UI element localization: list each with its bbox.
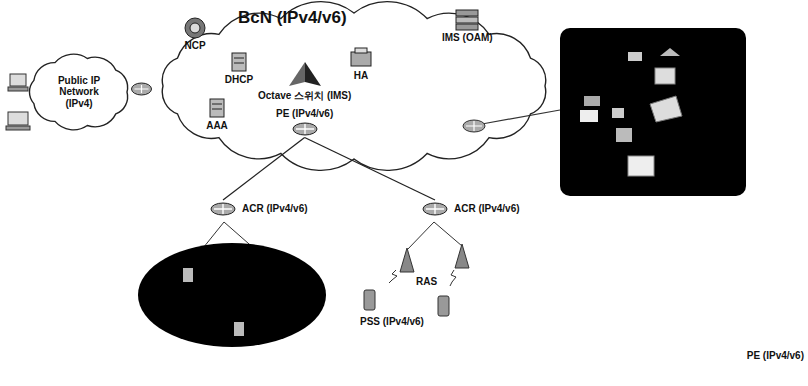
terminal-icons (183, 268, 244, 336)
element-label: PSS (IPv4/v6) (360, 316, 424, 327)
radio-link (389, 270, 456, 286)
computer-icon (6, 112, 30, 130)
server2-icon (346, 46, 376, 70)
network-link (305, 138, 435, 201)
computer-icon (8, 74, 28, 91)
stack-icon (452, 8, 482, 32)
node-label: IMS (OAM) (442, 32, 493, 44)
node-label: BcN (IPv4/v6) (238, 8, 347, 28)
router-icon (132, 83, 152, 95)
node-label: NCP (184, 40, 205, 52)
router-icon (208, 200, 238, 218)
network-element: ACR (IPv4/v6) (208, 200, 308, 218)
element-label: RAS (416, 276, 437, 287)
pyramid-icon (285, 60, 325, 90)
node-label: Octave 스위치 (IMS) (258, 90, 351, 102)
network-element: AAA (202, 96, 232, 132)
network-cloud: BcN (IPv4/v6) NCP DHCP AAA Octave 스위치 (IMS)H… (150, 0, 558, 172)
router-icon (290, 120, 320, 138)
network-element: IMS (OAM) (442, 8, 493, 44)
network-element: PE (IPv4/v6) (276, 108, 333, 138)
link-line (482, 110, 560, 124)
network-element: ACR (IPv4/v6) (420, 200, 520, 218)
network-element: NCP (180, 16, 210, 52)
cloud-outline (150, 0, 558, 172)
network-link (223, 138, 305, 201)
node-label: AAA (206, 120, 228, 132)
access-area (138, 243, 326, 347)
server-icon (202, 96, 232, 120)
node-label: PE (IPv4/v6) (276, 108, 333, 120)
node-label: ACR (IPv4/v6) (454, 203, 520, 215)
network-element: DHCP (224, 50, 254, 86)
router-icon (463, 120, 485, 132)
router-icon (420, 200, 450, 218)
terminal-icons (580, 48, 682, 176)
network-element: Octave 스위치 (IMS) (258, 60, 351, 102)
node-label: Public IP Network (IPv4) (46, 75, 112, 110)
ras-link (407, 222, 462, 250)
antenna-icon (400, 244, 469, 272)
node-label: ACR (IPv4/v6) (242, 203, 308, 215)
terminal-panel (560, 28, 746, 196)
node-label: HA (354, 70, 368, 82)
server-icon (224, 50, 254, 74)
network-element: HA (346, 46, 376, 82)
gear-icon (180, 16, 210, 40)
pss-terminal (364, 290, 449, 316)
element-label: PE (IPv4/v6) (747, 350, 804, 361)
node-label: DHCP (225, 74, 253, 86)
network-cloud: Public IP Network (IPv4) (25, 52, 133, 132)
